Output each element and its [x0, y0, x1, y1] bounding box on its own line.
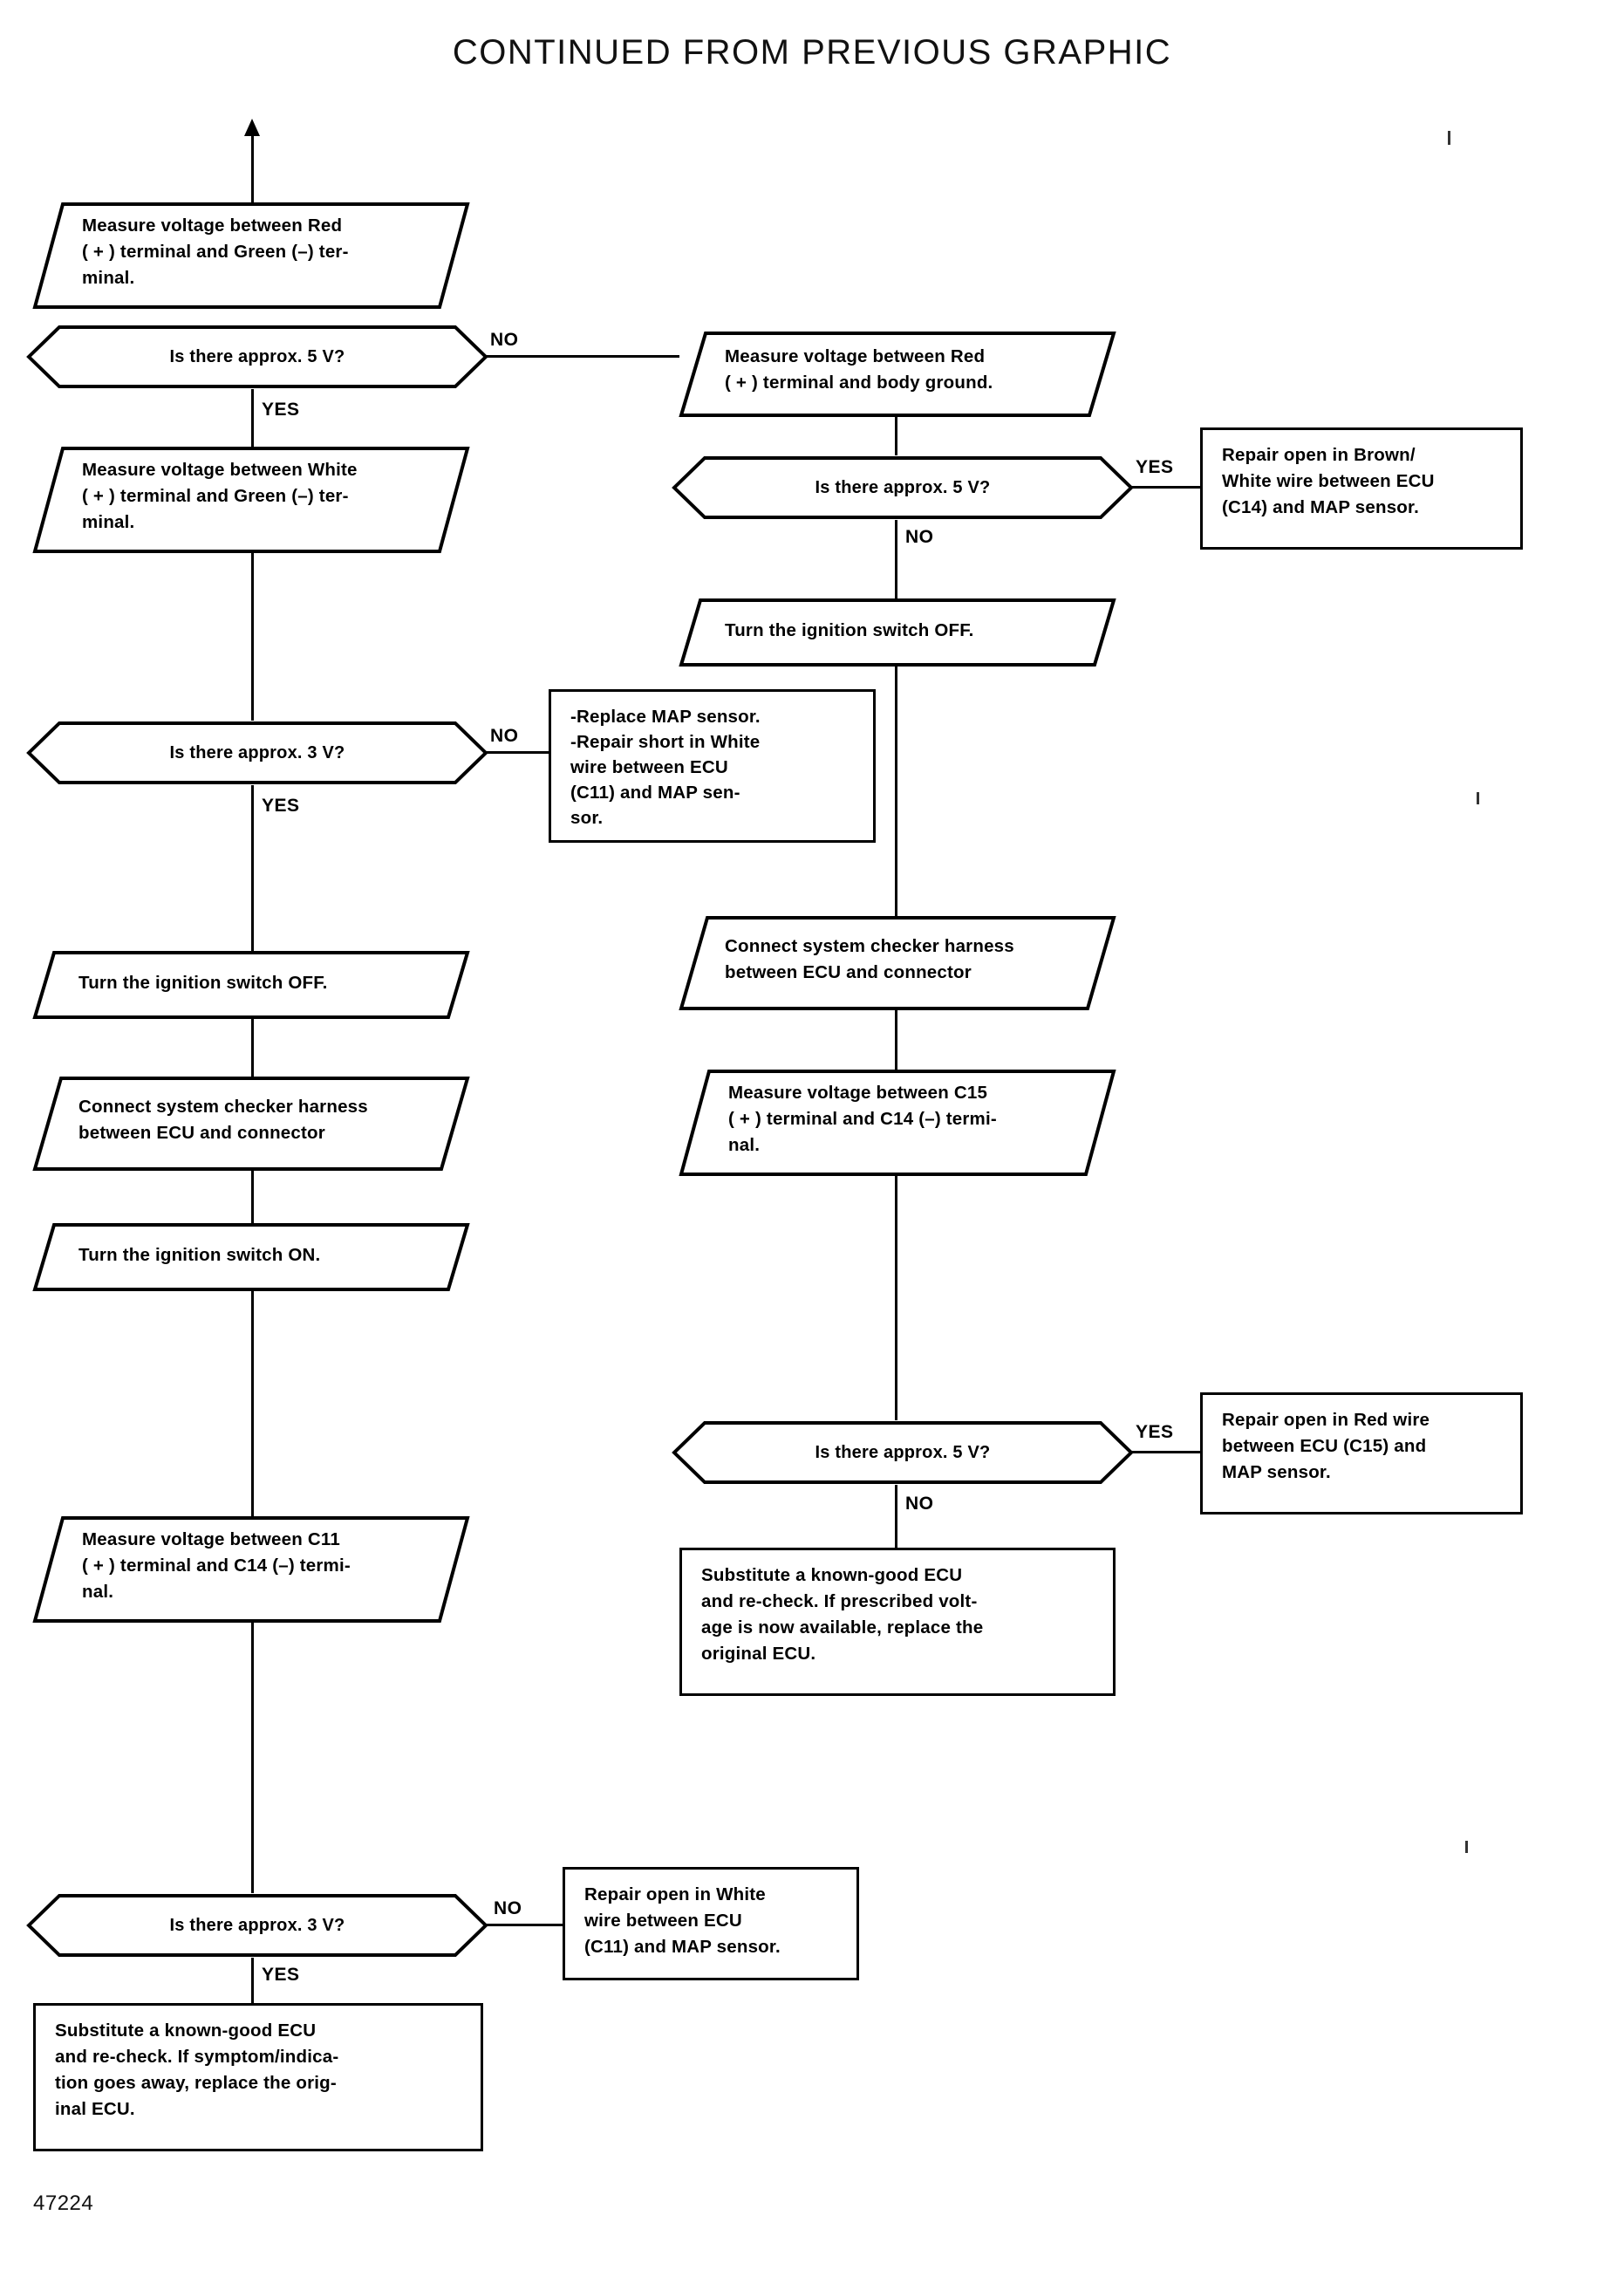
line-n02-to-n03 [251, 389, 254, 447]
node-substitute-ecu-right: Substitute a known-good ECU and re-check… [679, 1548, 1116, 1696]
node-repair-red-c15: Repair open in Red wire between ECU (C15… [1200, 1392, 1523, 1514]
registration-tick-top [1448, 131, 1450, 145]
branch-line-yes-brown-white [1131, 486, 1200, 489]
node-text: Is there approx. 3 V? [169, 743, 345, 762]
hexagon-shape [26, 721, 488, 784]
line-n15-to-n17 [895, 667, 897, 916]
branch-label-no-subst-right: NO [905, 1494, 934, 1514]
line-n12-to-n13 [895, 417, 897, 455]
branch-label-yes-brown-white: YES [1136, 457, 1174, 477]
node-measure-red-green: Measure voltage between Red ( + ) termin… [32, 202, 470, 309]
node-repair-white-c11: Repair open in White wire between ECU (C… [563, 1867, 859, 1980]
registration-tick-mid [1477, 792, 1479, 804]
branch-label-yes-2: YES [262, 796, 300, 816]
entry-arrowhead-icon [244, 119, 260, 136]
node-text: Connect system checker harness between E… [725, 936, 1014, 982]
branch-label-yes-3: YES [262, 1965, 300, 1985]
parallelogram-shape [32, 1223, 470, 1291]
branch-label-yes-1: YES [262, 400, 300, 420]
branch-line-yes-red-c15 [1131, 1451, 1200, 1453]
node-text: Is there approx. 5 V? [815, 478, 991, 497]
node-text: Repair open in Red wire between ECU (C15… [1222, 1410, 1430, 1482]
line-n08-to-n09 [251, 1623, 254, 1893]
node-text: Measure voltage between Red ( + ) termin… [725, 346, 993, 393]
node-connect-harness-right: Connect system checker harness between E… [679, 916, 1116, 1010]
node-text: Measure voltage between Red ( + ) termin… [82, 215, 349, 288]
node-measure-white-green: Measure voltage between White ( + ) term… [32, 447, 470, 553]
node-text: Repair open in White wire between ECU (C… [584, 1884, 781, 1957]
node-text: Measure voltage between White ( + ) term… [82, 460, 358, 532]
node-repair-brown-white: Repair open in Brown/ White wire between… [1200, 427, 1523, 550]
parallelogram-shape [679, 1070, 1116, 1176]
page-title: CONTINUED FROM PREVIOUS GRAPHIC [452, 33, 1172, 72]
node-substitute-ecu-left: Substitute a known-good ECU and re-check… [33, 2003, 483, 2151]
node-text: Substitute a known-good ECU and re-check… [701, 1565, 984, 1664]
node-text: Repair open in Brown/ White wire between… [1222, 445, 1435, 517]
parallelogram-shape [32, 447, 470, 553]
branch-label-yes-red-c15: YES [1136, 1422, 1174, 1442]
line-n07-to-n08 [251, 1291, 254, 1516]
branch-line-no-1 [486, 355, 679, 358]
branch-line-no-2 [486, 751, 549, 754]
node-text: Turn the ignition switch OFF. [725, 620, 974, 640]
hexagon-shape [26, 325, 488, 388]
node-text: Substitute a known-good ECU and re-check… [55, 2020, 339, 2119]
node-text: Measure voltage between C15 ( + ) termin… [728, 1083, 997, 1155]
node-measure-c11-c14: Measure voltage between C11 ( + ) termin… [32, 1516, 470, 1623]
hexagon-shape [26, 1894, 488, 1957]
hexagon-shape [672, 1421, 1134, 1484]
decision-is-approx-3v-b: Is there approx. 3 V? [26, 1893, 488, 1958]
line-n09-to-n10 [251, 1958, 254, 2003]
registration-tick-low [1465, 1841, 1468, 1853]
parallelogram-shape [32, 1516, 470, 1623]
branch-line-no-3 [486, 1924, 563, 1926]
line-n19-to-n21 [895, 1485, 897, 1548]
node-text: Is there approx. 5 V? [169, 347, 345, 366]
branch-label-no-2: NO [490, 726, 519, 746]
parallelogram-shape [32, 1077, 470, 1171]
decision-is-approx-5v-a: Is there approx. 5 V? [26, 325, 488, 389]
node-text: Turn the ignition switch ON. [78, 1245, 321, 1265]
line-n04-to-n05 [251, 785, 254, 951]
hexagon-shape [672, 456, 1134, 519]
parallelogram-shape [679, 916, 1116, 1010]
line-n18-to-n19 [895, 1176, 897, 1420]
node-text: Is there approx. 5 V? [815, 1443, 991, 1462]
node-text: Connect system checker harness between E… [78, 1097, 368, 1143]
figure-number: 47224 [33, 2191, 94, 2215]
line-n06-to-n07 [251, 1171, 254, 1223]
parallelogram-shape [32, 951, 470, 1019]
node-replace-map-repair-white-short: -Replace MAP sensor. -Repair short in Wh… [549, 689, 876, 843]
decision-is-approx-5v-c: Is there approx. 5 V? [672, 1420, 1134, 1485]
line-n13-to-n15 [895, 520, 897, 598]
parallelogram-shape [32, 202, 470, 309]
node-connect-harness-left: Connect system checker harness between E… [32, 1077, 470, 1171]
line-n17-to-n18 [895, 1010, 897, 1070]
node-text: Measure voltage between C11 ( + ) termin… [82, 1529, 351, 1602]
node-text: Is there approx. 3 V? [169, 1916, 345, 1935]
branch-label-no-3: NO [494, 1898, 522, 1918]
node-text: Turn the ignition switch OFF. [78, 973, 328, 993]
parallelogram-shape [679, 332, 1116, 417]
node-ignition-on-left: Turn the ignition switch ON. [32, 1223, 470, 1291]
decision-is-approx-5v-b: Is there approx. 5 V? [672, 455, 1134, 520]
entry-line [251, 131, 254, 202]
node-ignition-off-left: Turn the ignition switch OFF. [32, 951, 470, 1019]
parallelogram-shape [679, 598, 1116, 667]
node-measure-red-body-ground: Measure voltage between Red ( + ) termin… [679, 332, 1116, 417]
node-text: -Replace MAP sensor. -Repair short in Wh… [570, 707, 761, 828]
branch-label-no-ign-off: NO [905, 527, 934, 547]
branch-label-no-1: NO [490, 330, 519, 350]
node-ignition-off-right: Turn the ignition switch OFF. [679, 598, 1116, 667]
node-measure-c15-c14: Measure voltage between C15 ( + ) termin… [679, 1070, 1116, 1176]
line-n03-to-n04 [251, 553, 254, 721]
decision-is-approx-3v-a: Is there approx. 3 V? [26, 721, 488, 785]
line-n05-to-n06 [251, 1019, 254, 1077]
